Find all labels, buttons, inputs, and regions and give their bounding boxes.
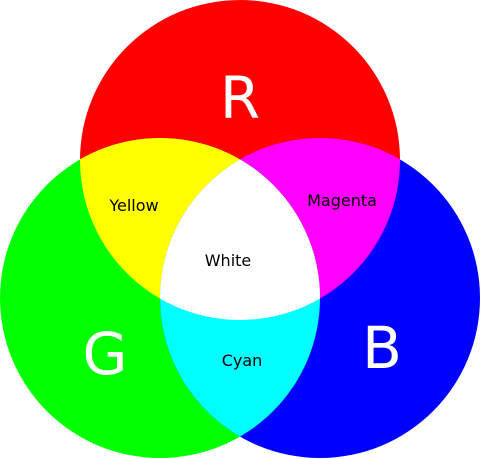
magenta-label: Magenta [307,191,377,210]
white-label: White [205,251,252,270]
red-label: R [220,64,260,132]
blue-label: B [362,314,402,382]
white-overlap [160,138,320,320]
green-label: G [83,320,128,388]
cyan-label: Cyan [222,351,263,370]
yellow-label: Yellow [108,196,158,215]
